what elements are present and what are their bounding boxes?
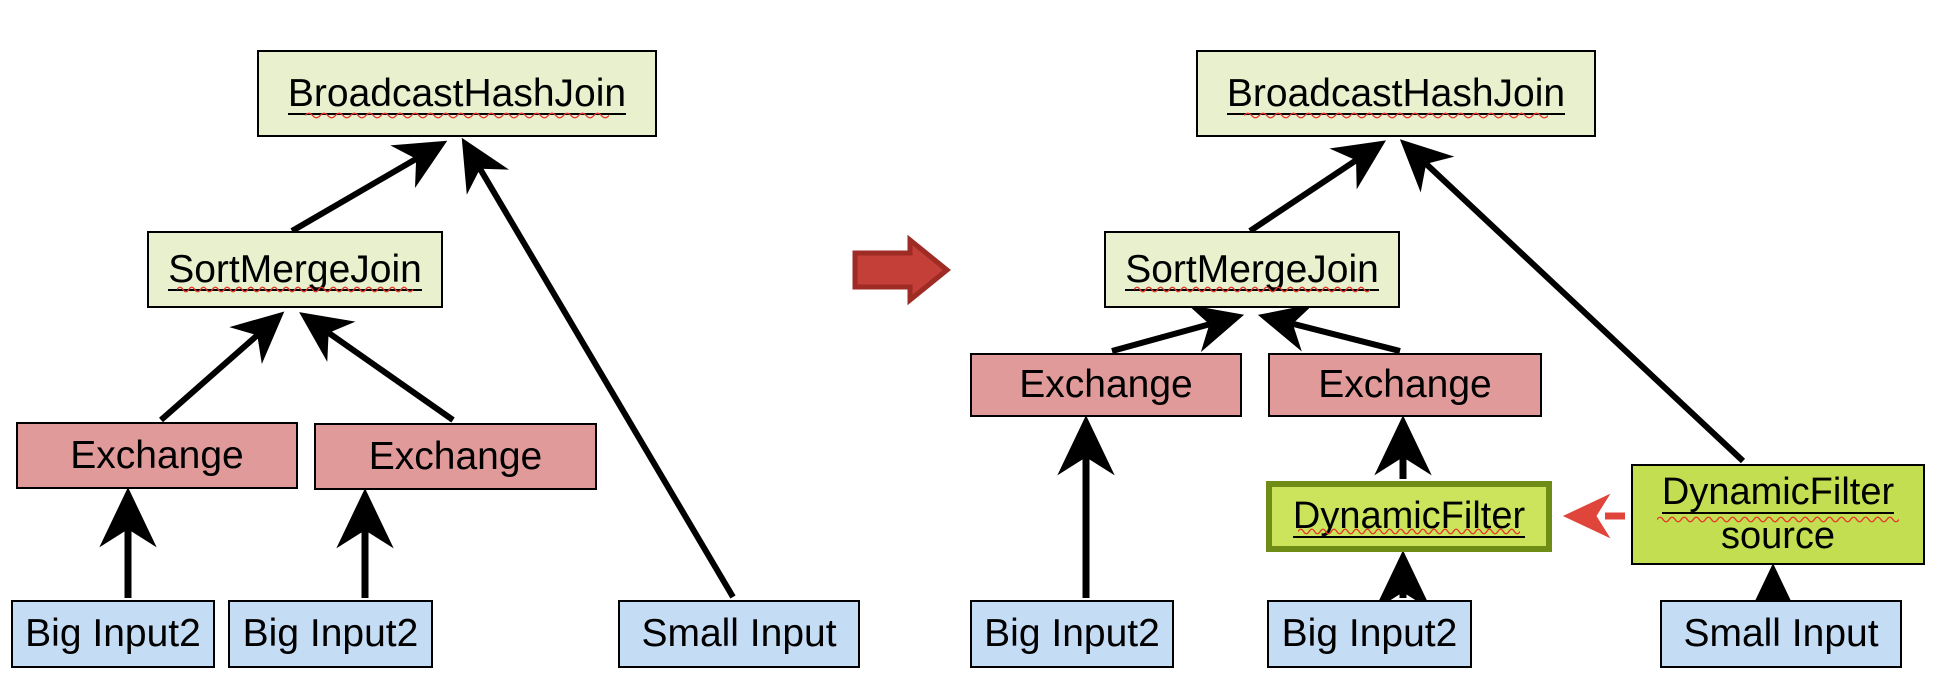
node-label: BroadcastHashJoin xyxy=(1226,71,1566,116)
node-label: SortMergeJoin xyxy=(168,247,422,292)
edge-smj-to-bhj-left xyxy=(290,140,448,234)
node-big-input2-left-1[interactable]: Big Input2 xyxy=(11,600,215,668)
edge-exchange1-to-smj-left xyxy=(159,311,285,423)
node-sortmergejoin-right[interactable]: SortMergeJoin xyxy=(1104,231,1400,308)
node-label-line2: source xyxy=(1720,515,1836,557)
node-label-line1: DynamicFilter xyxy=(1661,471,1895,514)
node-label: Exchange xyxy=(368,434,543,478)
node-small-input-left[interactable]: Small Input xyxy=(618,600,860,668)
node-label: Big Input2 xyxy=(1281,612,1458,656)
node-label: Big Input2 xyxy=(984,612,1160,656)
node-dynamicfilter-source[interactable]: DynamicFilter source xyxy=(1631,464,1925,565)
node-label: Exchange xyxy=(1019,363,1193,407)
node-big-input2-right-2[interactable]: Big Input2 xyxy=(1267,600,1472,668)
edge-smj-to-bhj-right xyxy=(1248,140,1386,234)
node-broadcasthashjoin-left[interactable]: BroadcastHashJoin xyxy=(257,50,657,137)
node-label: Small Input xyxy=(1683,612,1879,656)
edge-exchange2-to-smj-right xyxy=(1257,303,1401,354)
edge-smallinput-to-bhj-left xyxy=(461,137,736,599)
node-label: Big Input2 xyxy=(25,612,201,656)
node-sortmergejoin-left[interactable]: SortMergeJoin xyxy=(147,231,443,308)
edge-exchange2-to-smj-left xyxy=(299,312,455,423)
node-big-input2-left-2[interactable]: Big Input2 xyxy=(228,600,433,668)
node-label: Small Input xyxy=(641,612,837,656)
node-exchange-right-1[interactable]: Exchange xyxy=(970,353,1242,417)
node-exchange-left-2[interactable]: Exchange xyxy=(314,423,597,490)
node-label: Big Input2 xyxy=(242,612,419,656)
node-big-input2-right-1[interactable]: Big Input2 xyxy=(970,600,1174,668)
node-label: DynamicFilter xyxy=(1292,495,1526,538)
node-label: Exchange xyxy=(70,433,244,477)
node-label: SortMergeJoin xyxy=(1125,247,1379,292)
node-label: Exchange xyxy=(1318,363,1492,407)
node-broadcasthashjoin-right[interactable]: BroadcastHashJoin xyxy=(1196,50,1596,137)
node-exchange-left-1[interactable]: Exchange xyxy=(16,422,298,489)
transform-arrow xyxy=(852,234,951,306)
edge-exchange1-to-smj-right xyxy=(1111,304,1245,354)
node-small-input-right[interactable]: Small Input xyxy=(1660,600,1902,668)
node-exchange-right-2[interactable]: Exchange xyxy=(1268,353,1542,417)
node-dynamicfilter[interactable]: DynamicFilter xyxy=(1266,481,1552,552)
node-label: BroadcastHashJoin xyxy=(287,71,627,116)
